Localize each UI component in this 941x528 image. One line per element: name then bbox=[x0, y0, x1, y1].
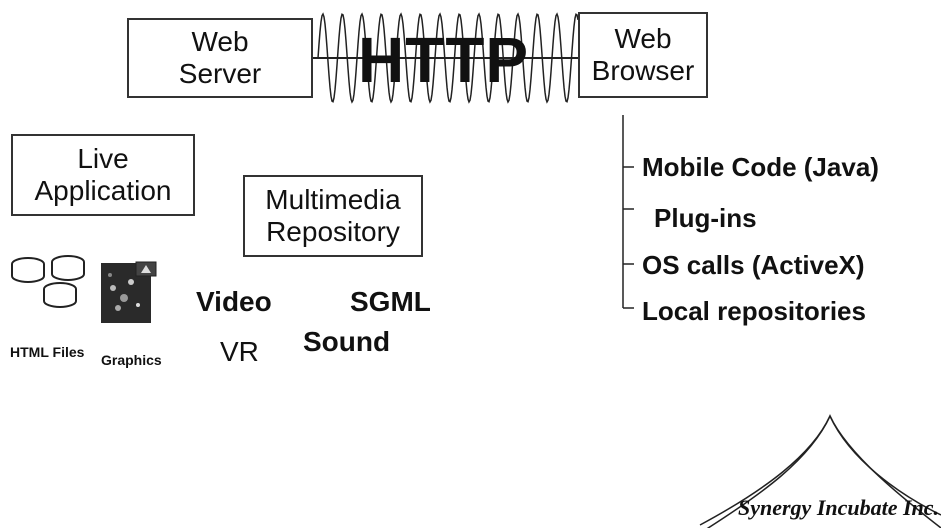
multimedia-repository-label-line1: Multimedia bbox=[265, 183, 401, 215]
multimedia-repository-box: Multimedia Repository bbox=[243, 175, 423, 257]
http-wave bbox=[317, 12, 579, 104]
browser-feature-plug-ins: Plug-ins bbox=[654, 203, 757, 233]
live-application-label-line2: Application bbox=[34, 175, 172, 206]
video-label: Video bbox=[196, 286, 272, 317]
browser-feature-local-repositories: Local repositories bbox=[642, 296, 866, 326]
database-icons bbox=[11, 255, 85, 308]
graphics-thumbnail-icon bbox=[101, 261, 157, 323]
browser-tree bbox=[622, 115, 634, 309]
logo-curves bbox=[699, 414, 941, 528]
browser-feature-mobile-code: Mobile Code (Java) bbox=[642, 152, 879, 182]
live-application-label-line1: Live bbox=[77, 142, 129, 174]
web-browser-box: Web Browser bbox=[578, 12, 708, 98]
browser-feature-os-calls: OS calls (ActiveX) bbox=[642, 250, 865, 280]
database-icon bbox=[11, 257, 45, 283]
multimedia-repository-label-line2: Repository bbox=[266, 216, 400, 247]
sgml-label: SGML bbox=[350, 286, 431, 317]
logo-text: Synergy Incubate Inc. bbox=[738, 495, 940, 520]
database-icon bbox=[51, 255, 85, 281]
live-application-box: Live Application bbox=[11, 134, 195, 216]
http-label: HTTP bbox=[358, 24, 530, 96]
web-server-label-line2: Server bbox=[178, 58, 262, 89]
sound-label: Sound bbox=[303, 326, 391, 357]
vr-label: VR bbox=[220, 336, 259, 367]
web-server-label-line1: Web bbox=[191, 25, 249, 57]
web-browser-label-line1: Web bbox=[614, 22, 672, 54]
html-files-label: HTML Files bbox=[10, 344, 85, 360]
web-server-box: Web Server bbox=[127, 18, 313, 98]
database-icon bbox=[43, 282, 77, 308]
web-browser-label-line2: Browser bbox=[591, 55, 695, 86]
graphics-label: Graphics bbox=[101, 352, 162, 368]
